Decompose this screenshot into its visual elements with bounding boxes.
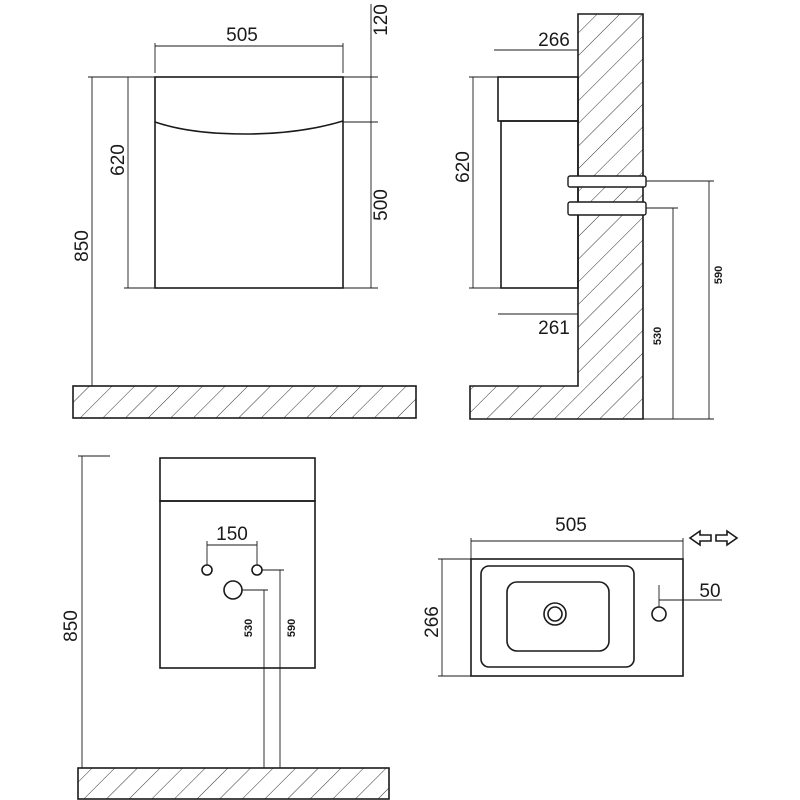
top-depth-label: 266 <box>422 606 443 638</box>
side-basin <box>497 76 579 122</box>
top-view: 505 266 50 <box>422 515 739 677</box>
rear-pipe-upper-label: 590 <box>286 619 298 637</box>
top-bowl-inner <box>506 581 610 652</box>
top-drain-inner <box>547 606 563 622</box>
rear-cabinet <box>159 500 316 669</box>
rear-view: 150 590 530 850 <box>61 455 390 800</box>
side-pipe-upper-label: 590 <box>713 266 725 284</box>
side-pipe-lower-label: 530 <box>652 327 664 345</box>
rear-total-height-label: 850 <box>61 610 82 642</box>
rear-floor <box>77 767 390 800</box>
front-total-height-label: 850 <box>72 230 93 262</box>
top-basin-outline <box>470 558 684 677</box>
side-pipe-upper <box>567 175 647 188</box>
front-width-label: 505 <box>226 25 258 46</box>
side-view: 266 261 620 590 530 <box>453 13 725 420</box>
front-door-curve <box>154 120 344 135</box>
front-door-height-label: 500 <box>371 189 392 221</box>
front-cabinet-height-label: 620 <box>108 144 129 176</box>
side-cabinet <box>500 120 579 289</box>
front-view: 505 120 500 620 850 <box>72 4 417 419</box>
rear-drain-hole <box>223 580 243 600</box>
top-drain-outer <box>543 602 567 626</box>
side-cabinet-height-label: 620 <box>453 151 474 183</box>
top-bowl-outer <box>480 565 635 668</box>
rear-hole-right <box>251 564 263 576</box>
front-cabinet-body <box>154 76 344 289</box>
top-width-label: 505 <box>555 515 587 536</box>
top-tap-offset-label: 50 <box>699 581 720 602</box>
front-top-offset-label: 120 <box>371 4 392 36</box>
side-wall <box>469 13 644 420</box>
top-tap-hole <box>651 606 667 622</box>
side-cabinet-depth-label: 261 <box>538 318 570 339</box>
rear-hole-spacing-label: 150 <box>216 524 248 545</box>
rear-pipe-lower-label: 530 <box>243 619 255 637</box>
rear-basin <box>159 457 316 502</box>
double-arrow-icon <box>688 529 739 547</box>
front-floor <box>72 385 417 419</box>
rear-hole-left <box>201 564 213 576</box>
side-basin-depth-label: 266 <box>538 30 570 51</box>
side-pipe-lower <box>567 201 647 216</box>
